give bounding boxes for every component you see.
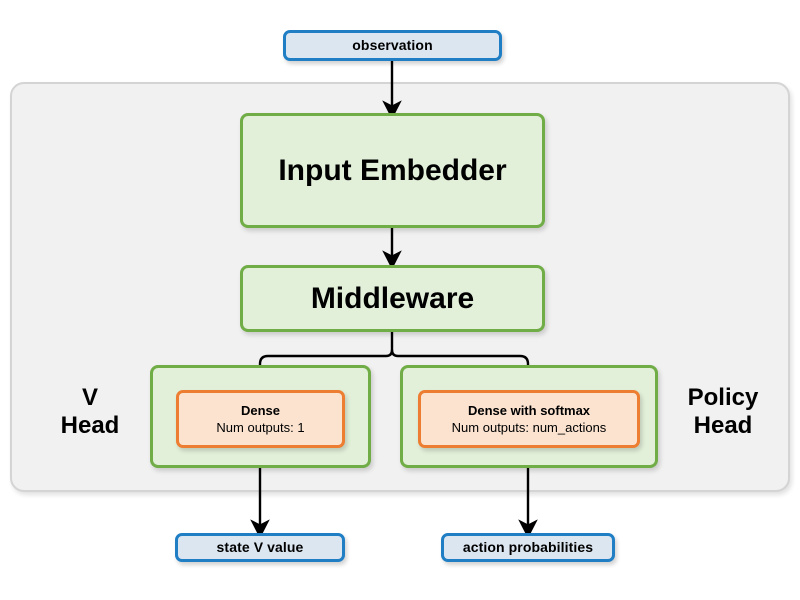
input-embedder-label: Input Embedder [278,153,507,187]
middleware-node[interactable]: Middleware [240,265,545,332]
action-probabilities-output-node[interactable]: action probabilities [441,533,615,562]
policy-head-caption-line2: Head [693,412,753,440]
input-embedder-node[interactable]: Input Embedder [240,113,545,228]
policy-head-dense-title: Dense with softmax [467,402,591,418]
state-value-output-node[interactable]: state V value [175,533,345,562]
policy-head-dense-node[interactable]: Dense with softmax Num outputs: num_acti… [418,390,640,448]
action-probabilities-label: action probabilities [462,539,594,556]
state-value-label: state V value [216,539,304,556]
v-head-dense-detail: Num outputs: 1 [216,420,305,435]
middleware-label: Middleware [310,281,475,315]
observation-node[interactable]: observation [283,30,502,61]
policy-head-caption-line1: Policy [687,384,759,411]
v-head-dense-title: Dense [240,402,281,418]
policy-head-caption: Policy Head [668,384,778,441]
v-head-caption-line1: V [81,384,98,411]
observation-label: observation [352,37,433,54]
v-head-caption-line2: Head [60,412,120,440]
v-head-dense-node[interactable]: Dense Num outputs: 1 [176,390,345,448]
policy-head-dense-detail: Num outputs: num_actions [451,420,607,435]
v-head-caption: V Head [40,384,140,441]
